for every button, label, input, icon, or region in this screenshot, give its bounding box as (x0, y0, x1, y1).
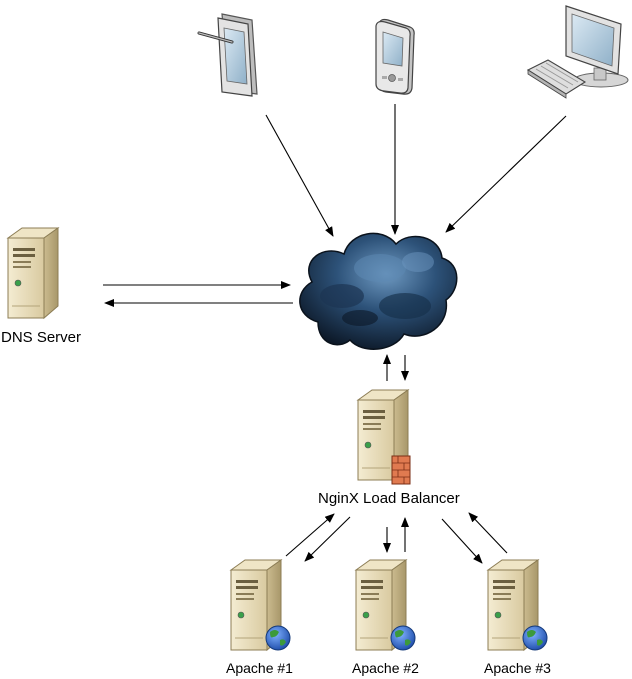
pda-icon (375, 18, 415, 95)
globe-icon (265, 625, 291, 651)
tablet-icon (197, 13, 258, 97)
load-balancer-label: NginX Load Balancer (318, 490, 460, 507)
dns-server-icon (7, 227, 59, 319)
apache-1-label: Apache #1 (226, 660, 293, 676)
connection-arrows (103, 104, 567, 564)
dns-server-label: DNS Server (1, 329, 82, 346)
globe-icon (522, 625, 548, 651)
apache-3-label: Apache #3 (484, 660, 551, 676)
apache-2-label: Apache #2 (352, 660, 419, 676)
desktop-computer-icon (526, 5, 629, 99)
firewall-icon (391, 455, 411, 485)
internet-cloud-icon (299, 232, 458, 350)
globe-icon (390, 625, 416, 651)
